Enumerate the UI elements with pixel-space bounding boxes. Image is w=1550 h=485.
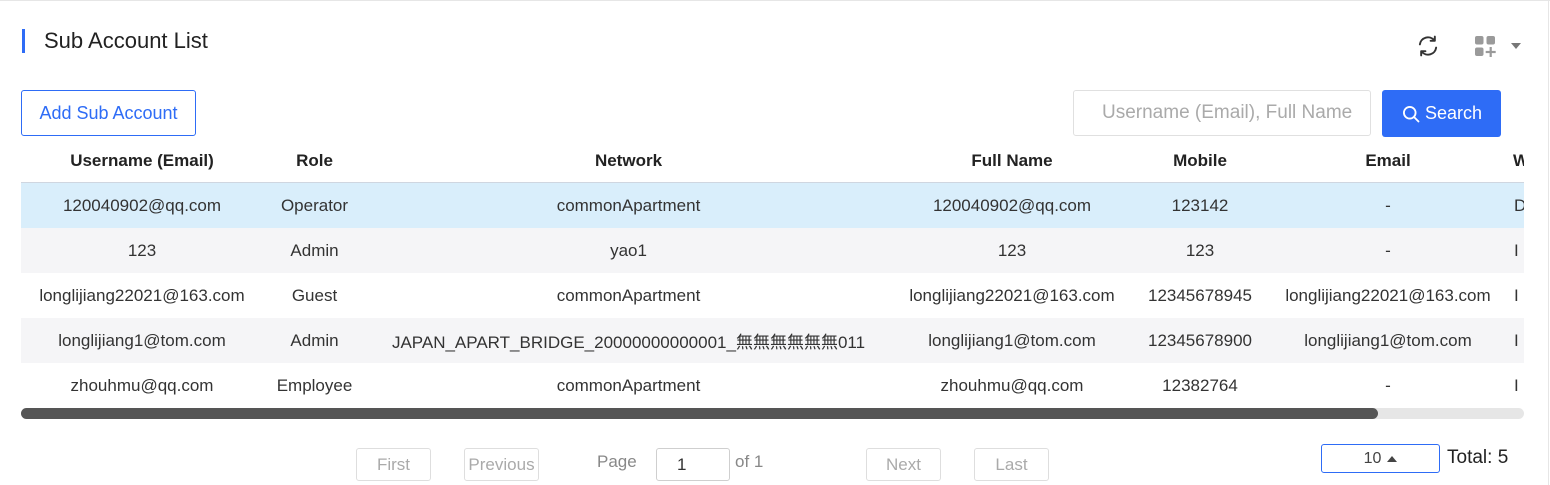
cell-full-name: longlijiang22021@163.com — [909, 285, 1115, 305]
cell-w: D — [1514, 195, 1524, 215]
cell-w: I — [1514, 375, 1519, 395]
table-header: Username (Email) Role Network Full Name … — [21, 140, 1524, 183]
panel-right-border — [1548, 0, 1549, 485]
cell-full-name: 123 — [997, 240, 1027, 260]
table-row[interactable]: longlijiang22021@163.com Guest commonApa… — [21, 273, 1524, 318]
cell-full-name: longlijiang1@tom.com — [928, 330, 1096, 350]
cell-username: zhouhmu@qq.com — [70, 375, 214, 395]
table-row[interactable]: longlijiang1@tom.com Admin JAPAN_APART_B… — [21, 318, 1524, 363]
cell-w: I — [1514, 330, 1519, 350]
cell-mobile: 12382764 — [1162, 375, 1238, 395]
column-header-role[interactable]: Role — [296, 151, 333, 170]
title-accent-bar — [22, 29, 25, 53]
cell-role: Employee — [276, 375, 353, 395]
horizontal-scrollbar-thumb[interactable] — [21, 408, 1378, 419]
column-header-username[interactable]: Username (Email) — [70, 151, 214, 170]
cell-network: commonApartment — [556, 285, 701, 305]
cell-role: Guest — [291, 285, 338, 305]
cell-username: 120040902@qq.com — [62, 195, 222, 215]
page-size-select[interactable]: 10 — [1321, 444, 1440, 473]
next-page-button[interactable]: Next — [866, 448, 941, 481]
page-size-value: 10 — [1363, 449, 1382, 467]
table-row[interactable]: zhouhmu@qq.com Employee commonApartment … — [21, 363, 1524, 408]
cell-mobile: 123142 — [1171, 195, 1229, 215]
cell-email: - — [1385, 195, 1391, 215]
panel-top-border — [0, 0, 1550, 1]
table-row[interactable]: 120040902@qq.com Operator commonApartmen… — [21, 183, 1524, 228]
search-icon — [1401, 104, 1421, 124]
page-title: Sub Account List — [44, 28, 208, 53]
last-page-button[interactable]: Last — [974, 448, 1049, 481]
cell-username: 123 — [127, 240, 157, 260]
search-input[interactable] — [1073, 90, 1371, 136]
cell-username: longlijiang1@tom.com — [58, 330, 226, 350]
previous-page-button[interactable]: Previous — [464, 448, 539, 481]
cell-role: Admin — [290, 330, 339, 350]
page-label: Page — [597, 452, 637, 471]
cell-role: Admin — [290, 240, 339, 260]
search-button[interactable]: Search — [1382, 90, 1501, 137]
sub-account-table: Username (Email) Role Network Full Name … — [21, 140, 1524, 408]
cell-w: I — [1514, 285, 1519, 305]
first-page-button[interactable]: First — [356, 448, 431, 481]
column-header-mobile[interactable]: Mobile — [1173, 151, 1227, 170]
cell-email: longlijiang1@tom.com — [1304, 330, 1472, 350]
page-of-label: of 1 — [735, 452, 764, 471]
cell-network: yao1 — [610, 240, 647, 260]
add-sub-account-button[interactable]: Add Sub Account — [21, 90, 196, 136]
cell-email: longlijiang22021@163.com — [1285, 285, 1491, 305]
caret-up-icon — [1387, 455, 1398, 462]
cell-email: - — [1385, 375, 1391, 395]
cell-username: longlijiang22021@163.com — [39, 285, 245, 305]
column-header-full-name[interactable]: Full Name — [971, 151, 1053, 170]
column-header-email[interactable]: Email — [1365, 151, 1411, 170]
cell-network: JAPAN_APART_BRIDGE_20000000000001_無無無無無無… — [391, 333, 866, 352]
cell-w: I — [1514, 240, 1519, 260]
cell-mobile: 12345678900 — [1147, 330, 1252, 350]
cell-network: commonApartment — [556, 375, 701, 395]
cell-role: Operator — [280, 195, 349, 215]
caret-down-icon[interactable] — [1509, 40, 1523, 52]
cell-full-name: 120040902@qq.com — [932, 195, 1092, 215]
apps-add-icon[interactable] — [1472, 33, 1498, 59]
page-header: Sub Account List — [22, 28, 208, 54]
column-header-network[interactable]: Network — [594, 151, 663, 170]
refresh-icon[interactable] — [1414, 32, 1442, 60]
table-row[interactable]: 123 Admin yao1 123 123 - I — [21, 228, 1524, 273]
cell-mobile: 12345678945 — [1147, 285, 1252, 305]
cell-network: commonApartment — [556, 195, 701, 215]
cell-mobile: 123 — [1185, 240, 1215, 260]
column-header-w[interactable]: W — [1513, 151, 1524, 170]
cell-full-name: zhouhmu@qq.com — [940, 375, 1084, 395]
cell-email: - — [1385, 240, 1391, 260]
search-button-label: Search — [1424, 103, 1483, 123]
total-count: Total: 5 — [1447, 447, 1509, 468]
page-number-input[interactable] — [656, 448, 730, 481]
